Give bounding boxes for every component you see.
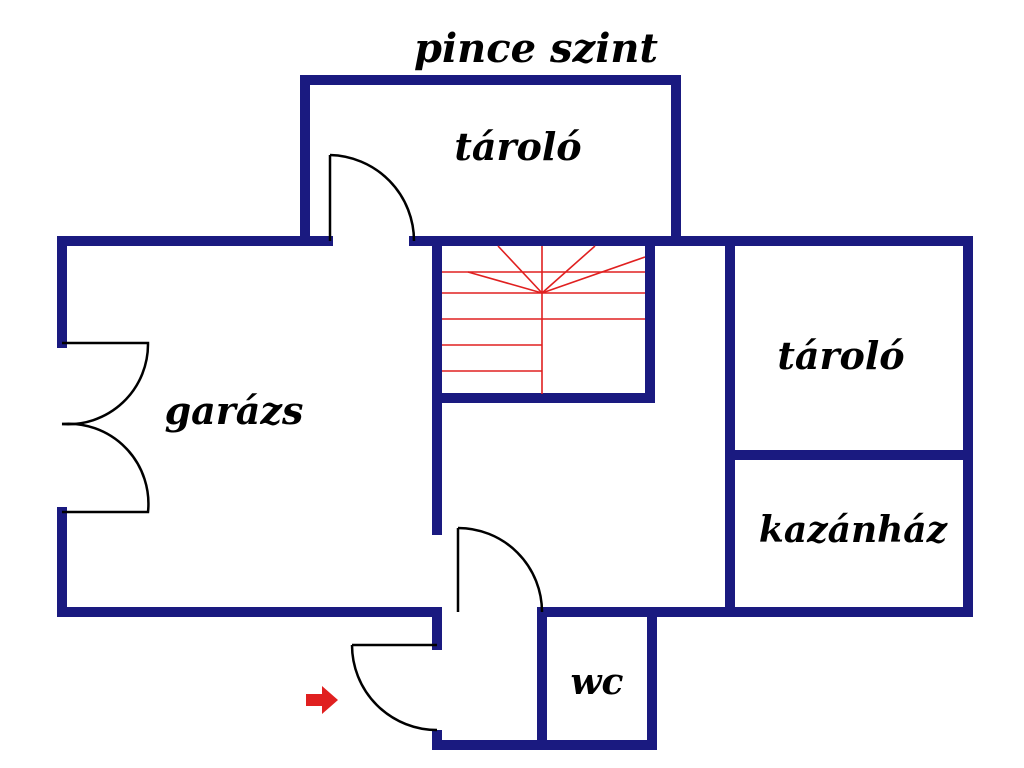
hall-door-swing xyxy=(457,526,544,613)
staircase xyxy=(442,245,646,394)
room-label-storage-top: tároló xyxy=(454,124,581,169)
entrance-door-swing xyxy=(350,644,438,732)
storage-top-walls xyxy=(300,75,681,246)
room-label-storage-right: tároló xyxy=(777,333,904,378)
stair-winder xyxy=(541,256,646,294)
room-label-garage: garázs xyxy=(165,388,304,433)
garage-door-lower xyxy=(61,422,150,514)
garage-door-upper xyxy=(61,341,150,426)
walls xyxy=(57,75,973,750)
room-label-boiler: kazánház xyxy=(759,509,949,551)
plan-title: pince szint xyxy=(414,25,658,72)
stair-winder xyxy=(467,271,543,294)
stair-winder xyxy=(497,245,543,294)
room-label-wc: wc xyxy=(571,661,624,703)
entrance-arrow-icon xyxy=(306,686,338,714)
storage-door-swing xyxy=(329,153,416,242)
wc-door-hinge xyxy=(538,714,546,722)
stair-winder xyxy=(541,245,596,294)
doors xyxy=(61,153,546,732)
